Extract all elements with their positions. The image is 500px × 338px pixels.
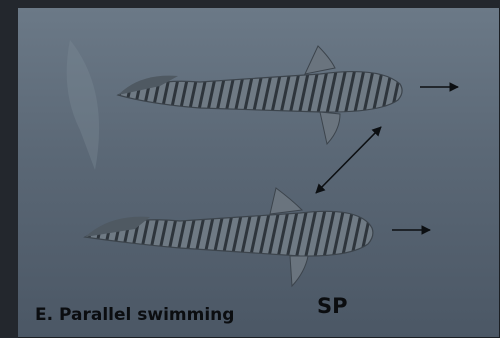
top-border xyxy=(0,0,500,8)
tiger-shark-icon xyxy=(85,188,373,286)
figure-caption: E. Parallel swimming xyxy=(35,305,234,325)
left-border xyxy=(0,0,18,338)
sp-label: SP xyxy=(317,294,348,318)
tiger-shark-icon xyxy=(118,46,402,144)
background-shark-silhouette xyxy=(67,40,99,170)
